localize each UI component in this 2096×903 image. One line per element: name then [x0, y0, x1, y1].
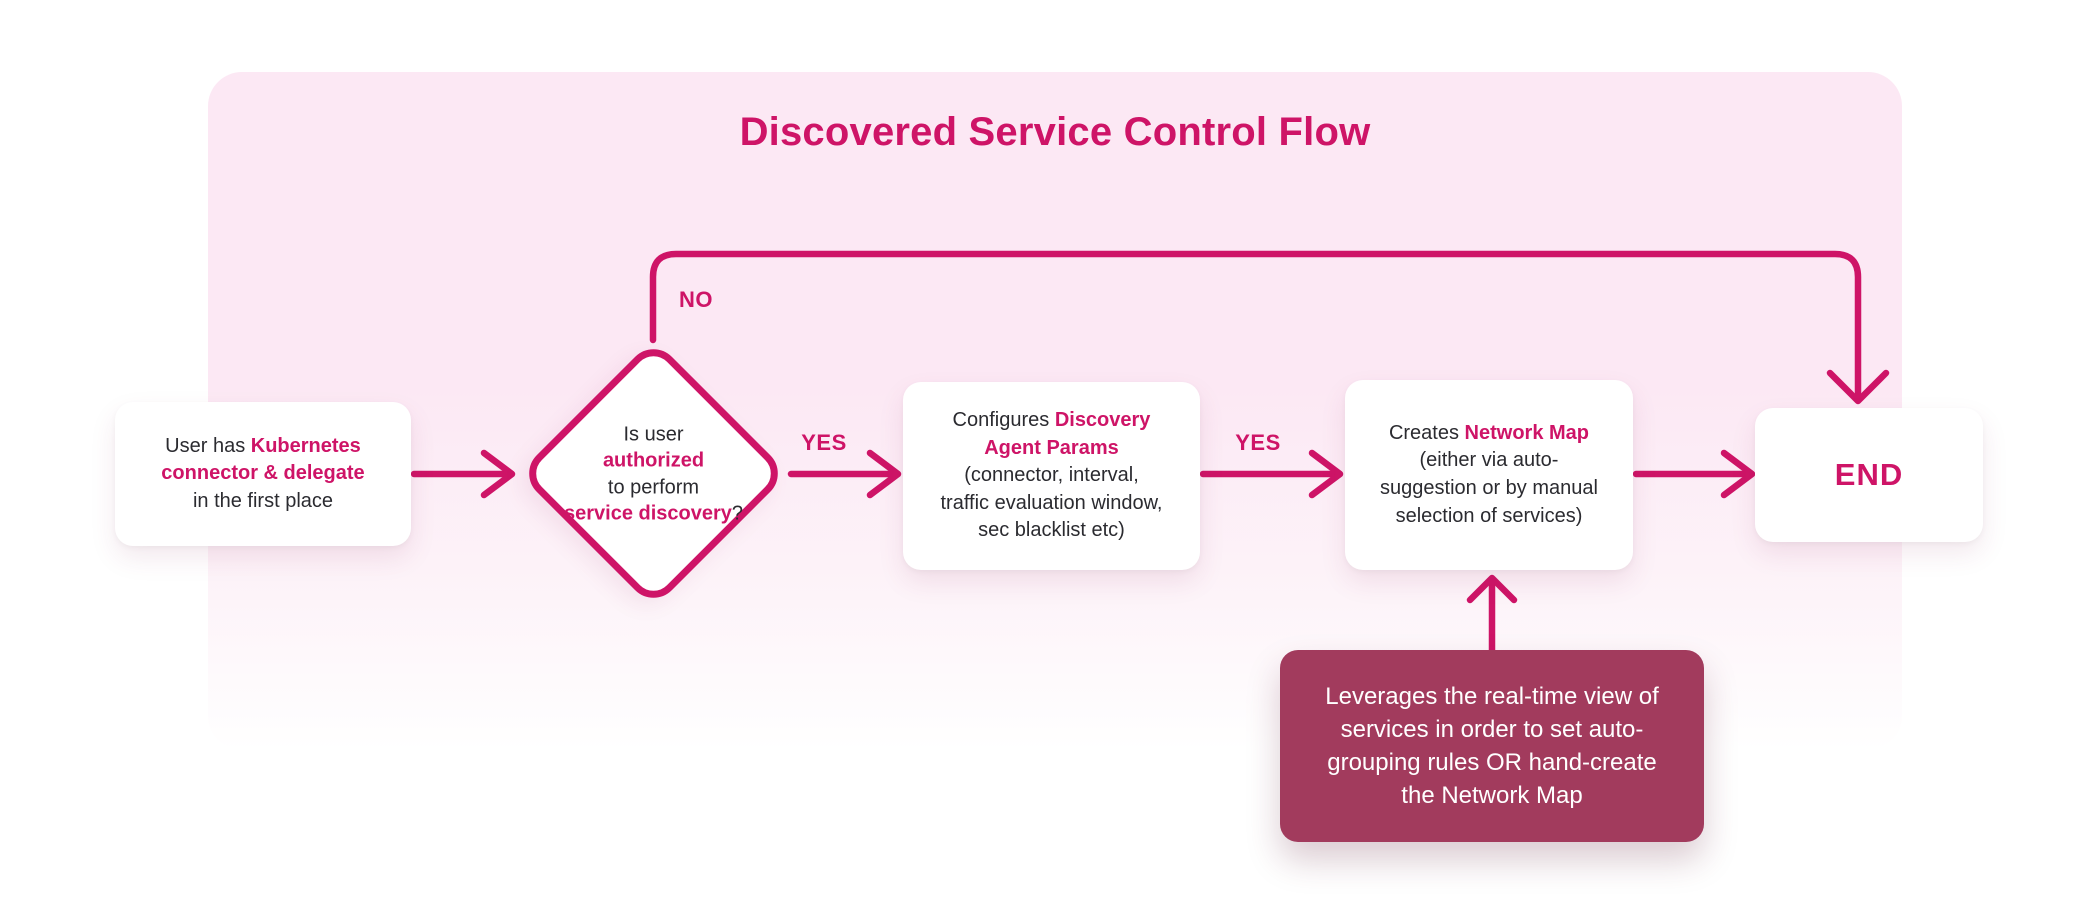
edge-label-yes-decision: YES [801, 430, 847, 455]
node-end-label: END [1834, 456, 1904, 492]
edge-label-yes-configure: YES [1235, 430, 1281, 455]
node-create-network-map: Creates Network Map(either via auto-sugg… [1345, 380, 1633, 570]
node-end: END [1755, 408, 1983, 542]
edge-label-no: NO [679, 287, 713, 312]
page-title: Discovered Service Control Flow [739, 110, 1371, 154]
node-create-text: Creates Network Map(either via auto-sugg… [1380, 421, 1598, 527]
